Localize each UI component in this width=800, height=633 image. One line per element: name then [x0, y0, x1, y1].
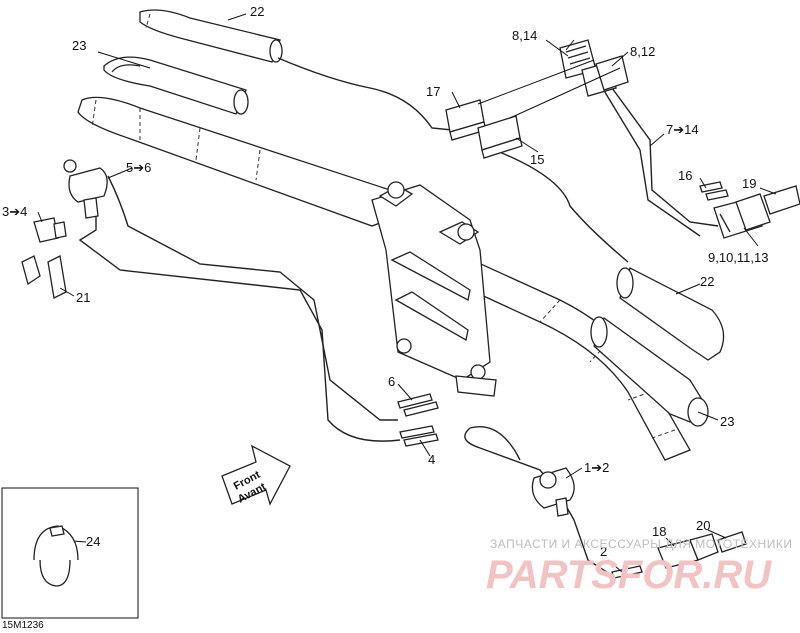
callout-9-10-11-13: 9,10,11,13	[708, 250, 768, 265]
callout-23-top: 23	[72, 38, 86, 53]
handlebar	[77, 96, 691, 461]
drawing-code: 15M1236	[2, 620, 44, 631]
part-3-4	[33, 217, 67, 243]
grip-23-top	[103, 56, 249, 115]
callout-21: 21	[76, 290, 90, 305]
callout-6: 6	[388, 374, 395, 389]
callout-18: 18	[652, 524, 666, 539]
callout-8-12: 8,12	[630, 44, 655, 59]
connector-18	[657, 533, 719, 569]
relay-17	[445, 99, 487, 141]
callout-7-14: 7➔14	[666, 122, 699, 137]
callout-24: 24	[86, 534, 100, 549]
wiring-harness	[78, 57, 719, 579]
callout-15: 15	[530, 152, 544, 167]
inset-box-24	[1, 487, 139, 619]
callout-1-2: 1➔2	[584, 460, 609, 475]
connector-8-12	[581, 55, 629, 97]
watermark-tagline: ЗАПЧАСТИ И АКСЕССУАРЫ ДЛЯ МОТОТЕХНИКИ	[490, 537, 792, 551]
terminals-6	[397, 393, 439, 417]
callout-5-6: 5➔6	[126, 160, 151, 175]
grip-22-right	[616, 267, 725, 361]
callout-22-right: 22	[700, 274, 714, 289]
terminals-4	[399, 425, 439, 447]
connector-9-10-11-13	[713, 193, 771, 239]
terminal-2	[611, 565, 643, 579]
callout-2: 2	[600, 544, 607, 559]
callout-16: 16	[678, 168, 692, 183]
callout-3-4: 3➔4	[2, 204, 27, 219]
relay-15	[477, 115, 523, 159]
pins-16	[699, 181, 729, 201]
part-20	[717, 531, 747, 553]
part-19	[763, 185, 800, 215]
clips-21	[21, 255, 67, 299]
leader-lines	[37, 13, 777, 573]
switch-1-2	[531, 467, 575, 517]
callout-23-right: 23	[720, 414, 734, 429]
callout-17: 17	[426, 84, 440, 99]
handlebar-riser	[371, 181, 497, 397]
front-direction-arrow: Front Avant	[221, 444, 291, 506]
callout-4: 4	[428, 452, 435, 467]
callout-20: 20	[696, 518, 710, 533]
callout-22-top: 22	[250, 4, 264, 19]
watermark-logo: PARTSFOR.RU	[486, 553, 772, 597]
callout-19: 19	[742, 176, 756, 191]
switch-5-6	[63, 159, 108, 219]
callout-8-14: 8,14	[512, 28, 537, 43]
grip-22-top	[139, 9, 283, 63]
